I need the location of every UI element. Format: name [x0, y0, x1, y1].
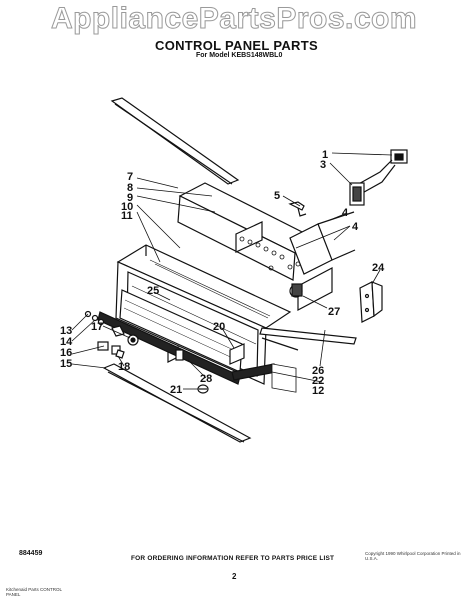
callout-25: 25 [147, 285, 159, 297]
ordering-info-note: FOR ORDERING INFORMATION REFER TO PARTS … [131, 555, 335, 562]
callout-28: 28 [200, 373, 212, 385]
callout-17: 17 [91, 321, 103, 333]
callout-21: 21 [170, 384, 182, 396]
callout-27: 27 [328, 306, 340, 318]
leader-lines [71, 152, 393, 390]
part-connector [175, 349, 184, 361]
part-top-trim-strip [110, 97, 240, 185]
callout-15: 15 [60, 358, 72, 370]
callout-8: 8 [127, 182, 133, 194]
page-title: CONTROL PANEL PARTS [155, 38, 318, 53]
document-part-number: 884459 [19, 550, 43, 557]
callout-11: 11 [121, 210, 133, 222]
part-right-rail [259, 327, 357, 393]
callout-22: 22 [312, 375, 324, 387]
callout-14: 14 [60, 336, 73, 348]
part-bottom-trim-strip [102, 363, 252, 443]
callout-16: 16 [60, 347, 72, 359]
model-subtitle: For Model KEBS148WBL0 [196, 52, 283, 59]
watermark-logo-text: AppliancePartsPros.com [50, 2, 418, 36]
callout-5: 5 [274, 190, 280, 202]
part-side-bracket [359, 281, 383, 323]
callout-10: 10 [121, 201, 133, 213]
callout-4-upper: 4 [342, 207, 349, 219]
section-caption: Kitchenaid Parts CONTROL PANEL [6, 587, 62, 597]
callout-18: 18 [118, 361, 130, 373]
callout-9: 9 [127, 192, 133, 204]
callout-4-lower: 4 [352, 221, 359, 233]
callout-labels: 1 3 4 4 5 7 8 9 10 11 12 13 14 16 15 17 … [60, 149, 385, 397]
part-rotary-switch [289, 283, 303, 298]
part-rear-bracket [289, 211, 356, 311]
page-number: 2 [232, 572, 237, 581]
copyright-notice: Copyright 1990 Whirlpool Corporation Pri… [365, 551, 461, 561]
callout-20: 20 [213, 321, 225, 333]
callout-26: 26 [312, 365, 324, 377]
callout-7: 7 [127, 171, 133, 183]
callout-1: 1 [322, 149, 328, 161]
part-screw [197, 384, 209, 394]
callout-3: 3 [320, 159, 326, 171]
callout-12: 12 [312, 385, 324, 397]
callout-13: 13 [60, 325, 72, 337]
part-clip [288, 201, 307, 217]
part-terminal-block [349, 149, 408, 206]
part-touch-strip [97, 311, 277, 385]
callout-24: 24 [372, 262, 385, 274]
